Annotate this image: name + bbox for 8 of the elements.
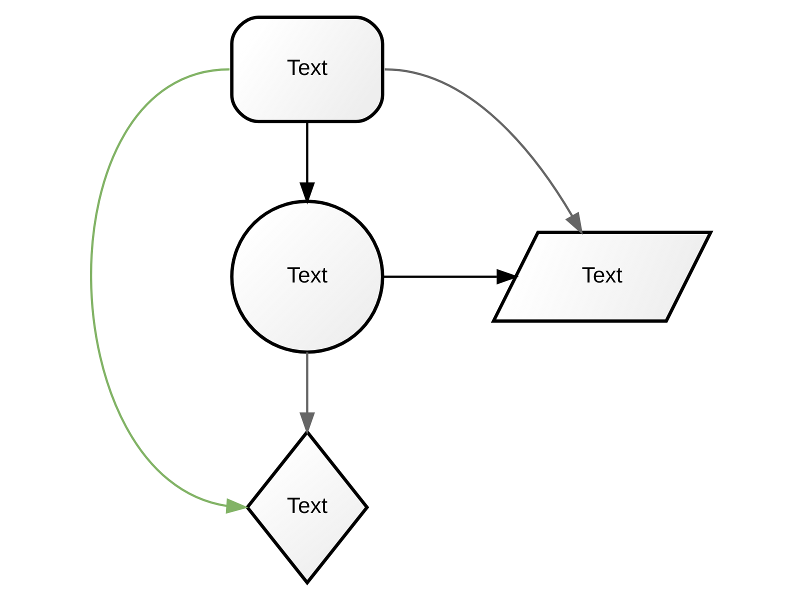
arrow	[382, 268, 518, 284]
node-box: Text	[230, 16, 384, 124]
arrow	[384, 68, 582, 235]
arrow	[298, 122, 314, 205]
node-diamond: Text	[244, 429, 369, 586]
arrow	[90, 68, 248, 514]
arrow	[298, 352, 314, 435]
node-circle: Text	[230, 200, 384, 354]
